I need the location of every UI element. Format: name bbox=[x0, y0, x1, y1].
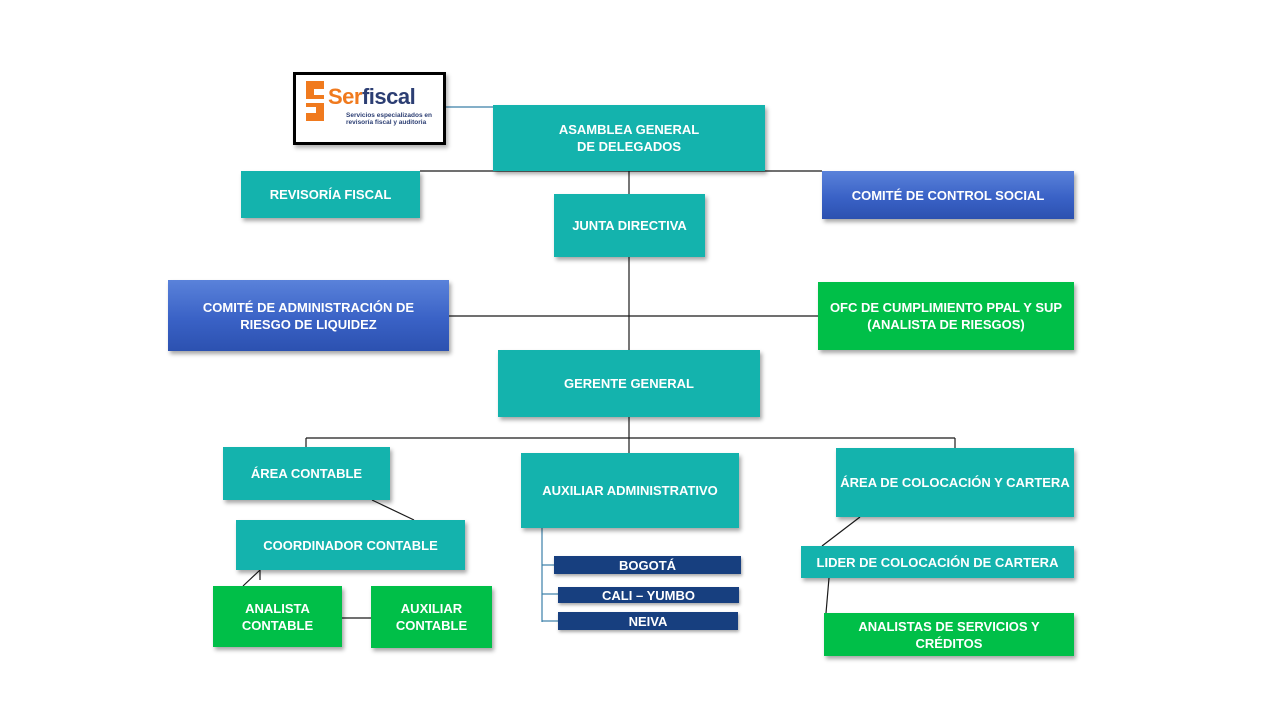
node-comite-riesgo: COMITÉ DE ADMINISTRACIÓN DE RIESGO DE LI… bbox=[168, 280, 449, 351]
node-asamblea: ASAMBLEA GENERAL DE DELEGADOS bbox=[493, 105, 765, 171]
logo-mark-icon bbox=[306, 81, 324, 121]
node-cali: CALI – YUMBO bbox=[558, 587, 739, 603]
node-gerente: GERENTE GENERAL bbox=[498, 350, 760, 417]
node-revisoria: REVISORÍA FISCAL bbox=[241, 171, 420, 218]
connector-lider-analistas bbox=[825, 577, 830, 614]
node-lider: LIDER DE COLOCACIÓN DE CARTERA bbox=[801, 546, 1074, 578]
logo-tagline: Servicios especializados en revisoría fi… bbox=[346, 112, 432, 126]
logo-name: Serfiscal bbox=[328, 84, 416, 109]
connector-area-coordinador bbox=[371, 499, 415, 521]
node-bogota: BOGOTÁ bbox=[554, 556, 741, 574]
connector-colocacion-lider bbox=[821, 516, 861, 547]
connector-coordinador-analista-2 bbox=[242, 569, 261, 587]
serfiscal-logo: Serfiscal Servicios especializados en re… bbox=[293, 72, 446, 145]
node-neiva: NEIVA bbox=[558, 612, 738, 630]
node-junta: JUNTA DIRECTIVA bbox=[554, 194, 705, 257]
node-analistas: ANALISTAS DE SERVICIOS Y CRÉDITOS bbox=[824, 613, 1074, 656]
node-ofc: OFC DE CUMPLIMIENTO PPAL Y SUP (ANALISTA… bbox=[818, 282, 1074, 350]
node-coordinador: COORDINADOR CONTABLE bbox=[236, 520, 465, 570]
node-auxiliar-admin: AUXILIAR ADMINISTRATIVO bbox=[521, 453, 739, 528]
node-area-colocacion: ÁREA DE COLOCACIÓN Y CARTERA bbox=[836, 448, 1074, 517]
node-auxiliar-contable: AUXILIAR CONTABLE bbox=[371, 586, 492, 648]
node-analista-contable: ANALISTA CONTABLE bbox=[213, 586, 342, 647]
node-comite-control: COMITÉ DE CONTROL SOCIAL bbox=[822, 171, 1074, 219]
node-area-contable: ÁREA CONTABLE bbox=[223, 447, 390, 500]
